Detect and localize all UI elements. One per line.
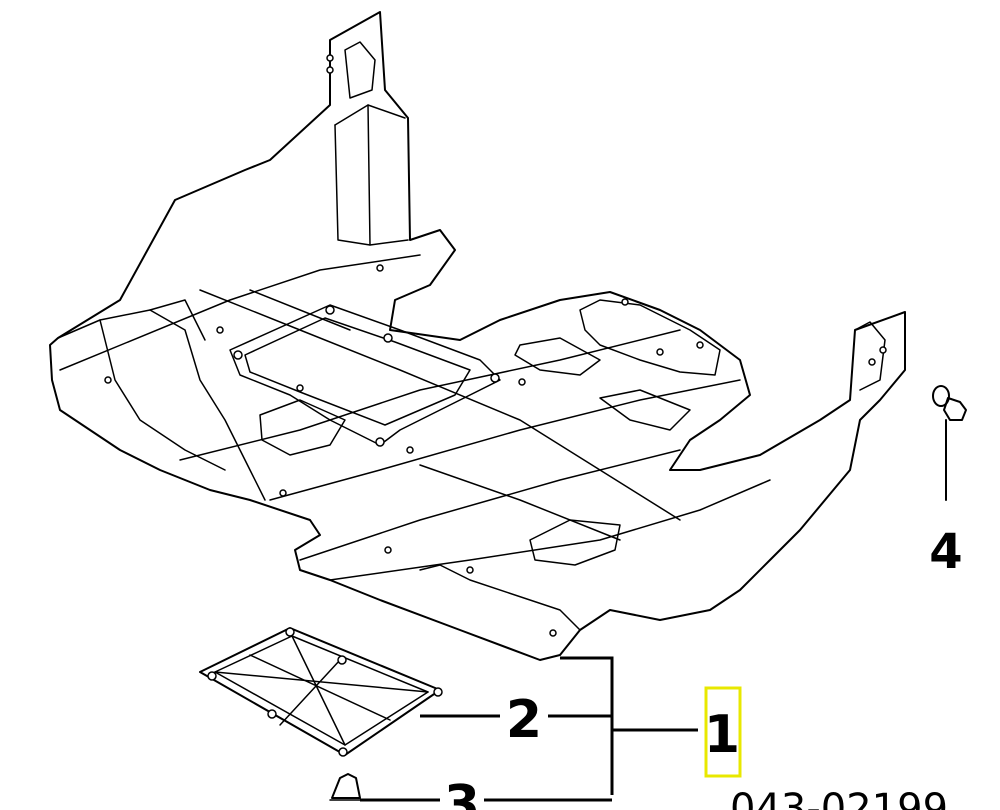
bolt-part[interactable] [932, 385, 967, 501]
callout-1[interactable]: 1 [704, 705, 740, 765]
callout-4[interactable]: 4 [929, 524, 962, 580]
reference-number: 043-02199 [730, 786, 948, 810]
callout-1-highlight [704, 686, 742, 778]
clip-part[interactable] [329, 773, 363, 801]
main-undercover-part[interactable] [49, 11, 906, 661]
leader-lines [360, 656, 698, 802]
callout-3[interactable]: 3 [444, 775, 480, 810]
callout-2[interactable]: 2 [506, 690, 542, 750]
sub-cover-plate-part[interactable] [199, 627, 443, 757]
